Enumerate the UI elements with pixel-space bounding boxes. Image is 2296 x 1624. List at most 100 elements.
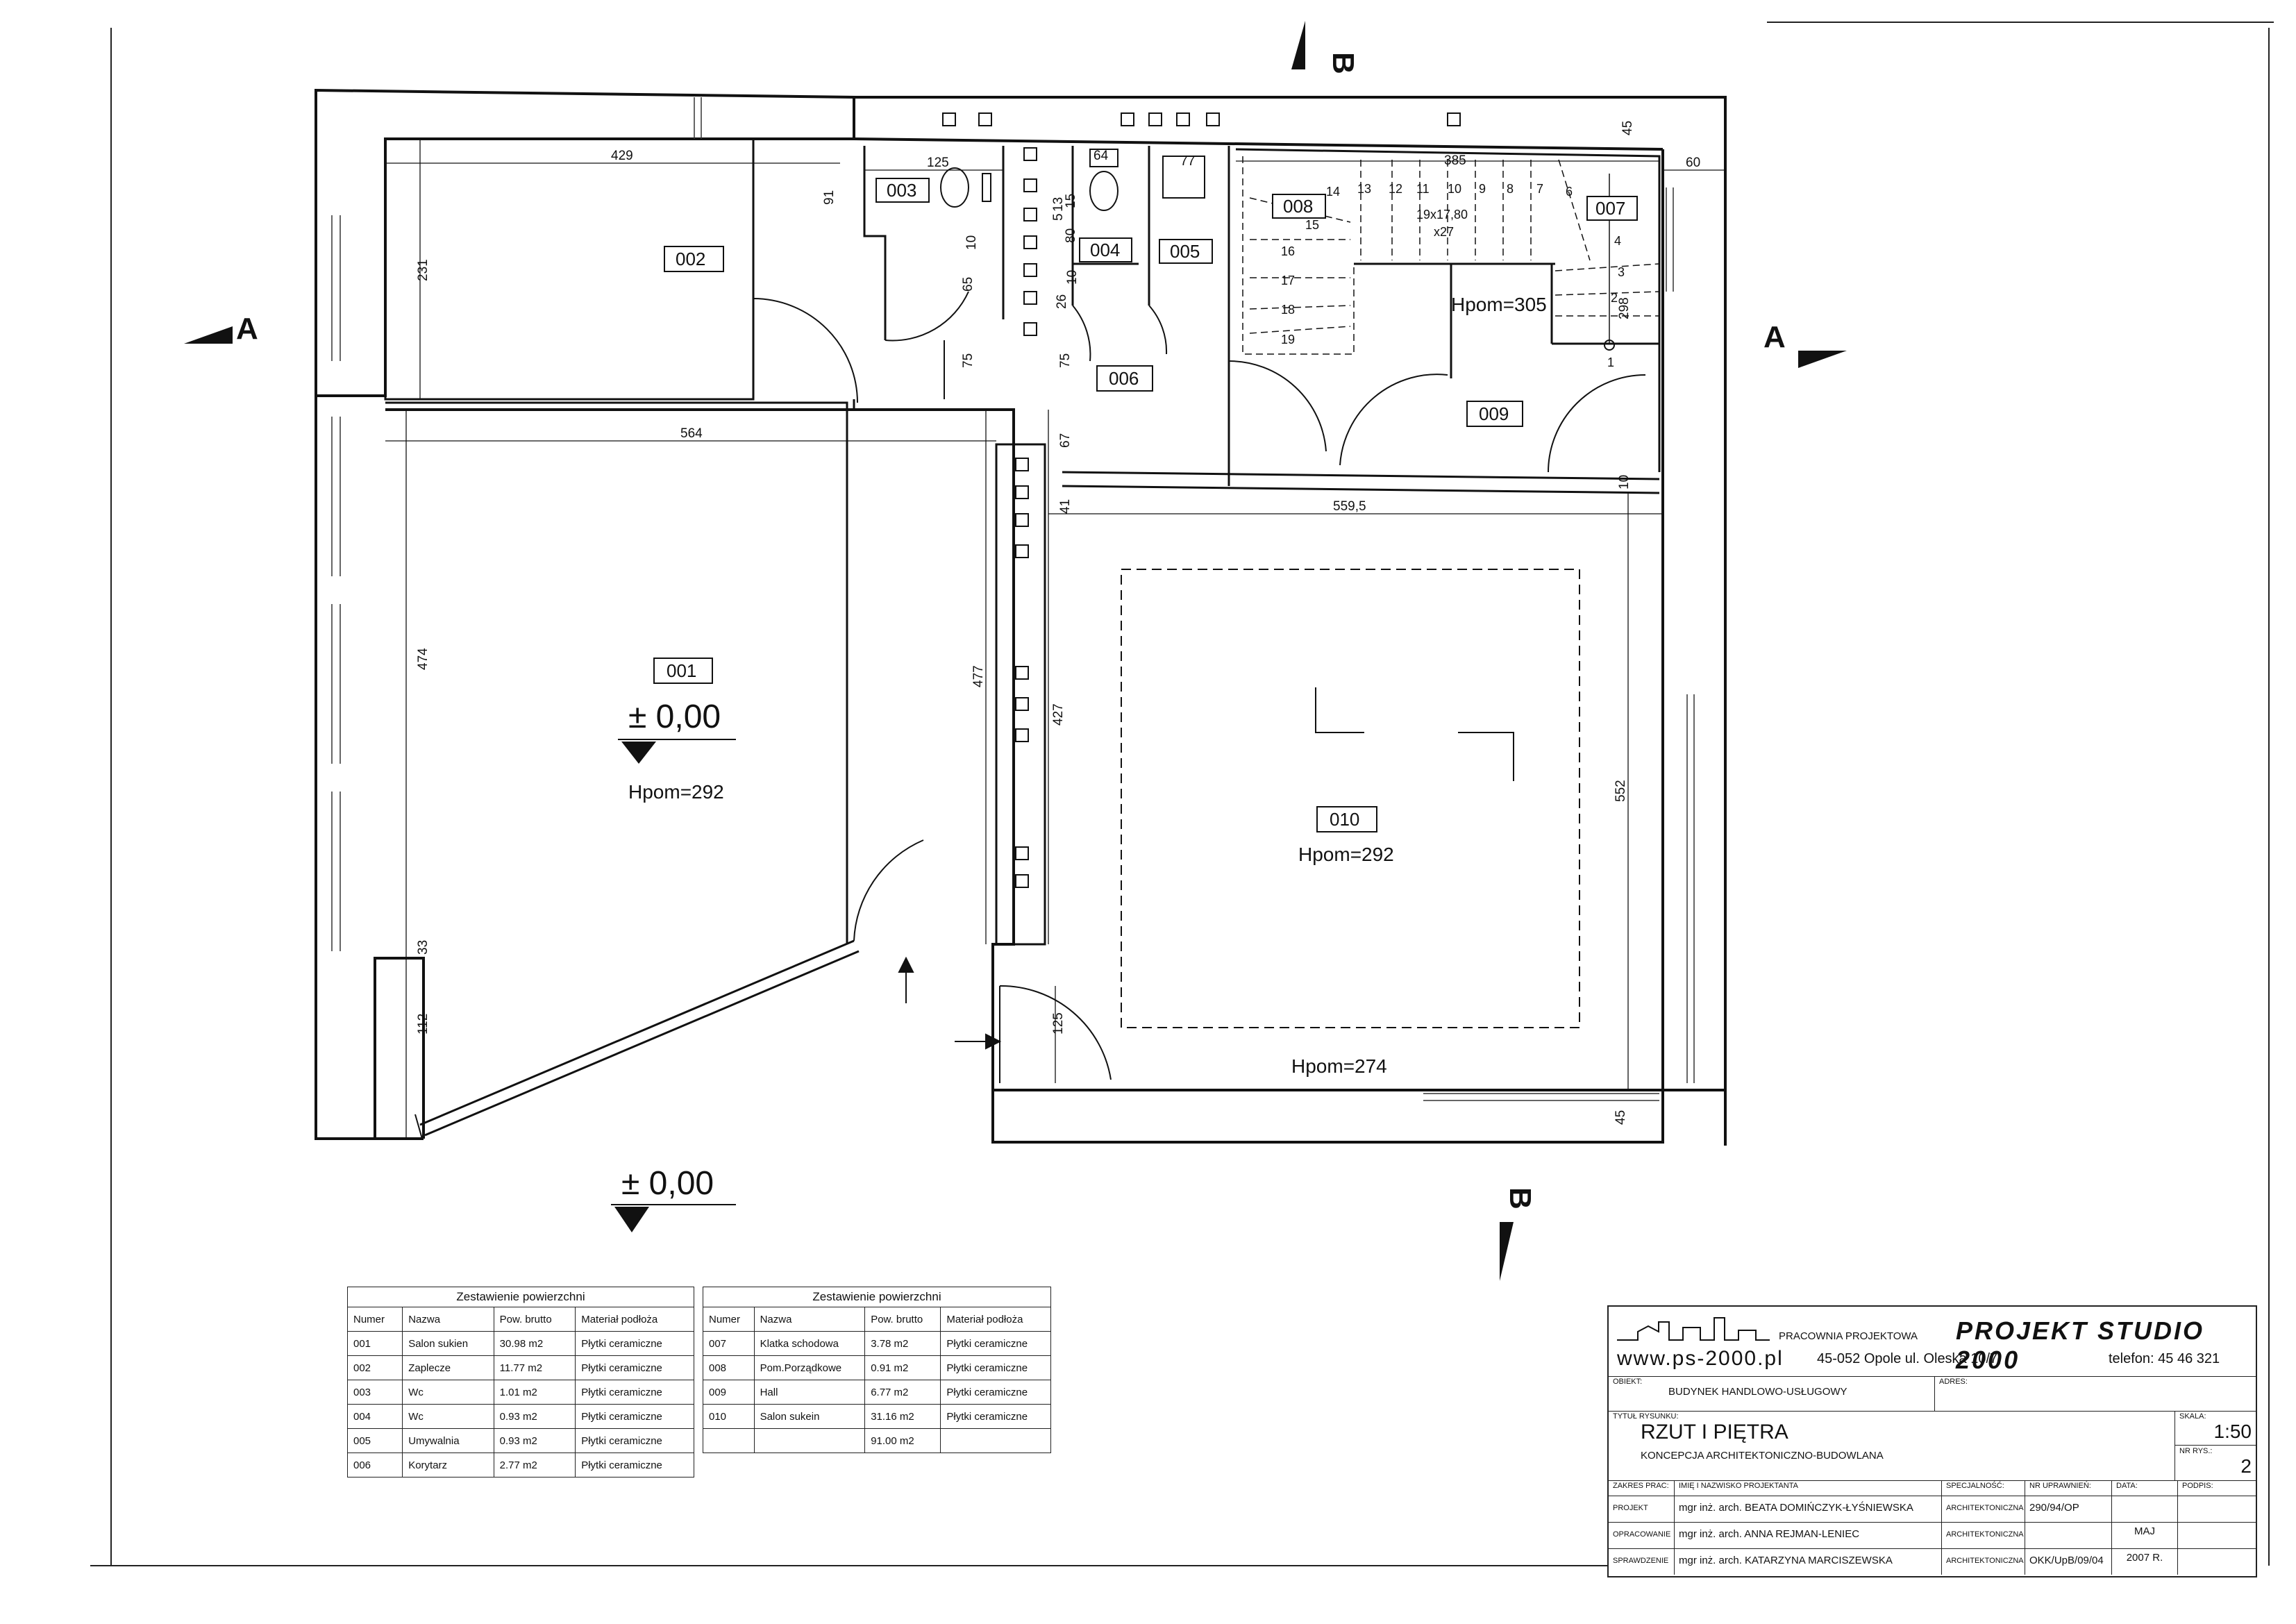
table-cell [753,1428,866,1453]
date-month: MAJ [2134,1525,2155,1537]
object-cell: OBIEKT: BUDYNEK HANDLOWO-USŁUGOWY [1609,1376,1935,1411]
column-header: Materiał podłoża [940,1307,1051,1332]
stair-step: 9 [1479,182,1486,196]
level-value-main: ± 0,00 [628,698,721,735]
signoff-name: mgr inż. arch. ANNA REJMAN-LENIEC [1675,1522,1942,1548]
title-block: PRACOWNIA PROJEKTOWA PROJEKT STUDIO 2000… [1607,1305,2257,1577]
stair-step: 19 [1281,333,1295,346]
table-cell: Salon sukein [753,1404,866,1429]
table-cell: Salon sukien [402,1331,494,1356]
stair-step: 15 [1305,218,1319,232]
section-label-a-left: A [236,312,258,346]
table-cell: Płytki ceramiczne [575,1428,694,1453]
column-header: Nazwa [402,1307,494,1332]
signoff-header: ZAKRES PRAC: [1609,1480,1675,1496]
room-label-007: 007 [1595,198,1625,219]
table-header-row: Numer Nazwa Pow. brutto Materiał podłoża [346,1307,694,1332]
dim-65: 65 [961,277,975,292]
table-cell: Klatka schodowa [753,1331,866,1356]
ceiling-outline-010 [1121,569,1580,1028]
room-height-274: Hpom=274 [1291,1055,1387,1077]
dim-231: 231 [416,259,430,281]
staircase [1242,156,1660,355]
date-cell: MAJ [2112,1522,2178,1548]
table-cell: 30.98 m2 [493,1331,576,1356]
dimension-lines [385,139,1725,1139]
diagonal-glazing [414,939,860,1139]
column-header: Materiał podłoża [575,1307,694,1332]
signoff-specialty: ARCHITEKTONICZNA [1942,1548,2025,1575]
signature-cell [2178,1522,2256,1548]
scale-label: SKALA: [2179,1412,2206,1421]
company-logo-icon [1617,1317,1770,1341]
office-phone: telefon: 45 46 321 [2109,1351,2220,1366]
dim-427: 427 [1051,703,1066,726]
signoff-header: NR UPRAWNIEŃ: [2025,1480,2112,1496]
stair-step: 14 [1326,185,1340,199]
signoff-header: SPECJALNOŚĆ: [1942,1480,2025,1496]
sanitary-fixtures [940,149,1205,211]
dim-385: 385 [1444,153,1466,168]
table-cell: 008 [703,1355,755,1380]
column-header: Numer [346,1307,403,1332]
dim-41: 41 [1058,499,1073,514]
level-value-outside: ± 0,00 [621,1165,714,1202]
table-header-row: Numer Nazwa Pow. brutto Materiał podłoża [703,1307,1051,1332]
section-marker-b-bottom: B [1500,1187,1537,1281]
table-cell [940,1428,1051,1453]
table-cell: Wc [402,1404,494,1429]
dim-474: 474 [416,648,430,670]
total-area: 91.00 m2 [864,1428,941,1453]
signoff-row: OPRACOWANIE mgr inż. arch. ANNA REJMAN-L… [1609,1522,2256,1549]
signoff-header: IMIĘ I NAZWISKO PROJEKTANTA [1675,1480,1942,1496]
table-cell: 002 [346,1355,403,1380]
column-header: Numer [703,1307,755,1332]
area-table-title: Zestawienie powierzchni [703,1287,1051,1307]
entrance-arrows [898,956,1002,1050]
drawing-title-row: TYTUŁ RYSUNKU: RZUT I PIĘTRA KONCEPCJA A… [1609,1411,2256,1481]
signoff-role: PROJEKT [1609,1496,1675,1522]
room-label-002: 002 [676,249,705,269]
table-cell: 11.77 m2 [493,1355,576,1380]
section-label-a-right: A [1763,320,1786,354]
room-label-010: 010 [1330,809,1359,830]
dim-75-right: 75 [1058,353,1073,368]
table-cell: Płytki ceramiczne [575,1404,694,1429]
table-cell: 0.93 m2 [493,1428,576,1453]
website: www.ps-2000.pl [1617,1347,1784,1370]
room-label-006: 006 [1109,368,1139,389]
table-cell: Płytki ceramiczne [575,1453,694,1477]
table-cell: 004 [346,1404,403,1429]
dim-559-5: 559,5 [1333,499,1366,514]
room-height-001: Hpom=292 [628,781,724,803]
column-header: Pow. brutto [864,1307,941,1332]
signoff-license [2025,1522,2112,1548]
table-cell: 006 [346,1453,403,1477]
dim-10-right: 10 [1617,475,1632,489]
dim-10-wc: 10 [964,235,979,250]
drawing-title-label: TYTUŁ RYSUNKU: [1613,1412,1679,1421]
dim-125: 125 [927,156,949,170]
table-cell: Korytarz [402,1453,494,1477]
object-row: OBIEKT: BUDYNEK HANDLOWO-USŁUGOWY ADRES: [1609,1376,2256,1412]
room-label-008: 008 [1283,196,1313,217]
room-label-005: 005 [1170,241,1200,262]
stair-step-numbers: 1 2 3 4 5 6 7 8 9 10 11 12 13 14 15 16 1… [1281,182,1625,369]
interior-walls [384,137,1661,946]
table-cell: 010 [703,1404,755,1429]
door-swings [753,291,1646,1083]
signoff-name: mgr inż. arch. BEATA DOMIŃCZYK-ŁYŚNIEWSK… [1675,1496,1942,1522]
table-cell: 1.01 m2 [493,1380,576,1405]
table-cell: Płytki ceramiczne [940,1331,1051,1356]
table-cell [703,1428,755,1453]
table-cell: Pom.Porządkowe [753,1355,866,1380]
area-table-title: Zestawienie powierzchni [347,1287,694,1307]
stair-step: 6 [1566,185,1573,199]
stair-step: 16 [1281,244,1295,258]
dim-75-left: 75 [961,353,975,368]
dim-26: 26 [1055,294,1069,309]
stair-step: 2 [1611,291,1618,305]
